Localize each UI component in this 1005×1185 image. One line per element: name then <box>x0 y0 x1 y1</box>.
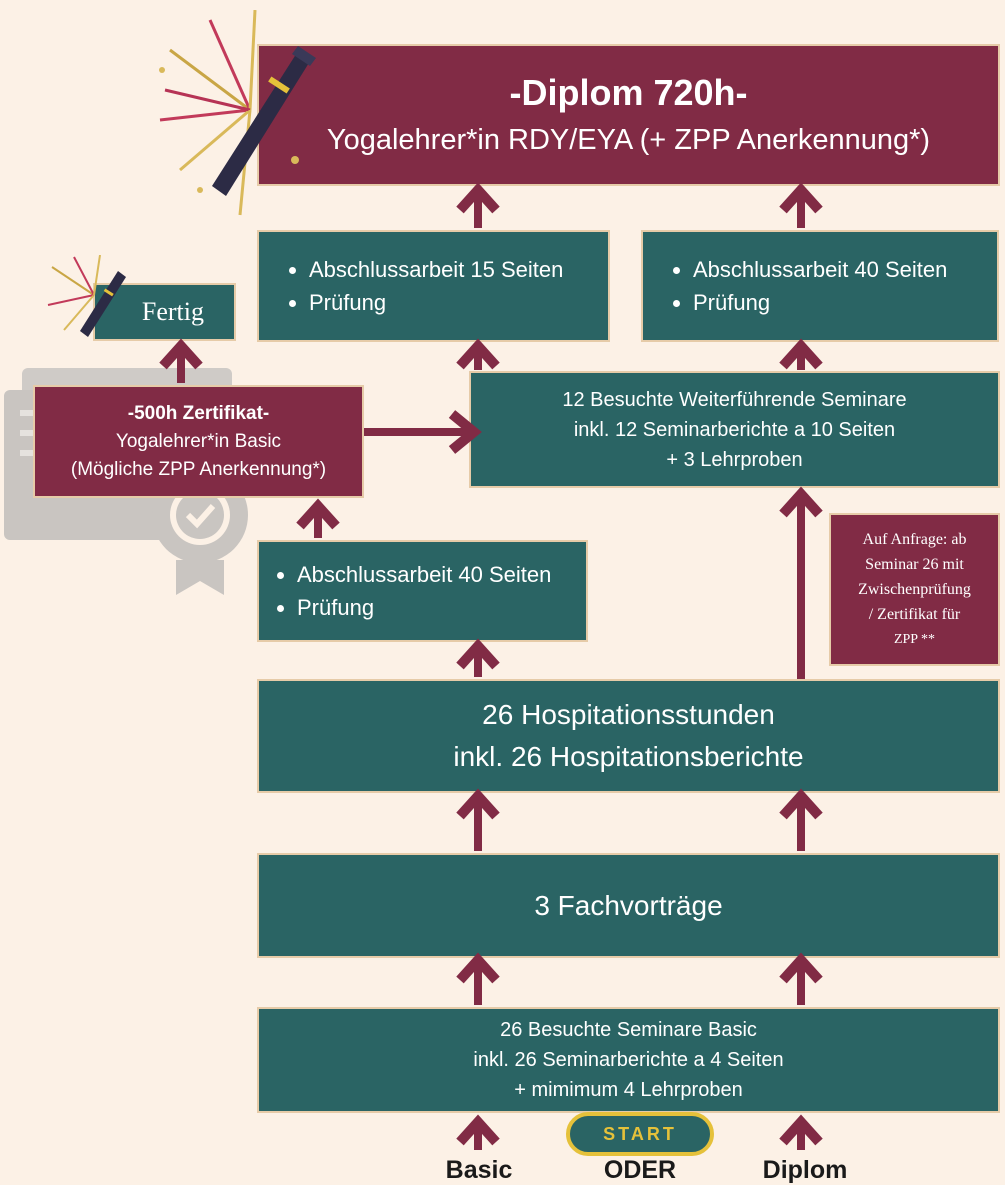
start-label: START <box>603 1123 677 1144</box>
hospitation-box: 26 Hospitationsstunden inkl. 26 Hospitat… <box>257 679 1000 793</box>
list-item: Prüfung <box>309 286 563 319</box>
list-item: Abschlussarbeit 40 Seiten <box>297 558 551 591</box>
zertifikat-line2: (Mögliche ZPP Anerkennung*) <box>70 458 327 480</box>
anfrage-box: Auf Anfrage: ab Seminar 26 mit Zwischenp… <box>829 513 1000 666</box>
weiterfuehrende-line1: 12 Besuchte Weiterführende Seminare <box>562 388 907 411</box>
fachvortraege-label: 3 Fachvorträge <box>534 889 723 921</box>
list-item: Abschlussarbeit 40 Seiten <box>693 253 947 286</box>
weiterfuehrende-line2: inkl. 12 Seminarberichte a 10 Seiten <box>573 418 896 441</box>
diplom-requirements-box: Abschlussarbeit 40 Seiten Prüfung <box>641 230 999 342</box>
zertifikat-title: -500h Zertifikat- <box>127 402 270 424</box>
diplom-title: -Diplom 720h- <box>509 72 748 113</box>
diplom-box: -Diplom 720h- Yogalehrer*in RDY/EYA (+ Z… <box>257 44 1000 186</box>
seminare-basic-line3: + mimimum 4 Lehrproben <box>514 1079 743 1101</box>
seminare-basic-box: 26 Besuchte Seminare Basic inkl. 26 Semi… <box>257 1007 1000 1113</box>
diplom-subtitle: Yogalehrer*in RDY/EYA (+ ZPP Anerkennung… <box>326 124 931 156</box>
weiterfuehrende-line3: + 3 Lehrproben <box>666 448 803 471</box>
anfrage-line: ZPP ** <box>893 632 936 647</box>
anfrage-line: Seminar 26 mit <box>865 556 964 573</box>
weiterfuehrende-box: 12 Besuchte Weiterführende Seminare inkl… <box>469 371 1000 488</box>
zertifikat-line1: Yogalehrer*in Basic <box>115 430 282 452</box>
list-item: Prüfung <box>693 286 947 319</box>
fertig-box: Fertig <box>93 283 236 341</box>
fachvortraege-box: 3 Fachvorträge <box>257 853 1000 958</box>
seminare-basic-line2: inkl. 26 Seminarberichte a 4 Seiten <box>473 1049 784 1071</box>
firework-icon <box>47 255 126 337</box>
path-label-oder: ODER <box>603 1156 677 1184</box>
list-item: Prüfung <box>297 591 551 624</box>
path-label-diplom: Diplom <box>762 1156 848 1184</box>
zertifikat-box: -500h Zertifikat- Yogalehrer*in Basic (M… <box>33 385 364 498</box>
hospitation-line1: 26 Hospitationsstunden <box>482 699 775 730</box>
path-label-basic: Basic <box>445 1156 513 1184</box>
anfrage-line: Zwischenprüfung <box>858 581 971 598</box>
fertig-label: Fertig <box>141 297 204 326</box>
anfrage-line: Auf Anfrage: ab <box>862 531 967 548</box>
basic-requirements-box: Abschlussarbeit 40 Seiten Prüfung <box>257 540 588 642</box>
anfrage-line: / Zertifikat für <box>868 606 961 623</box>
hospitation-line2: inkl. 26 Hospitationsberichte <box>453 741 804 772</box>
list-item: Abschlussarbeit 15 Seiten <box>309 253 563 286</box>
diploma-scroll-icon <box>159 10 316 216</box>
zertifikat-extra-requirements-box: Abschlussarbeit 15 Seiten Prüfung <box>257 230 610 342</box>
start-button: START <box>566 1112 714 1156</box>
seminare-basic-line1: 26 Besuchte Seminare Basic <box>500 1019 757 1041</box>
